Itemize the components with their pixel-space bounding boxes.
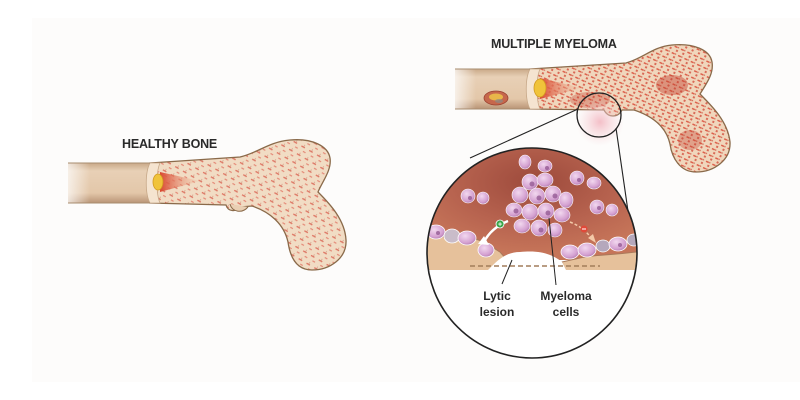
- myeloma-cell-cluster: [505, 172, 574, 238]
- magnifier-large-circle: [426, 147, 638, 359]
- magnifier-small-circle: [576, 92, 622, 138]
- plus-marker-icon: [495, 219, 505, 229]
- multiple-myeloma-title: MULTIPLE MYELOMA: [491, 37, 617, 51]
- svg-text:+: +: [498, 222, 502, 229]
- healthy-bone-title: HEALTHY BONE: [122, 137, 218, 151]
- lesion-glow: [576, 98, 624, 146]
- healthy-bone: [60, 139, 347, 271]
- myeloma-bone: [448, 44, 731, 173]
- lytic-lesion-label: Lytic lesion: [479, 289, 515, 319]
- myeloma-cells-label: Myeloma cells: [540, 289, 592, 319]
- inset-magnified-view: +: [426, 147, 638, 359]
- connector-line-left: [469, 108, 579, 159]
